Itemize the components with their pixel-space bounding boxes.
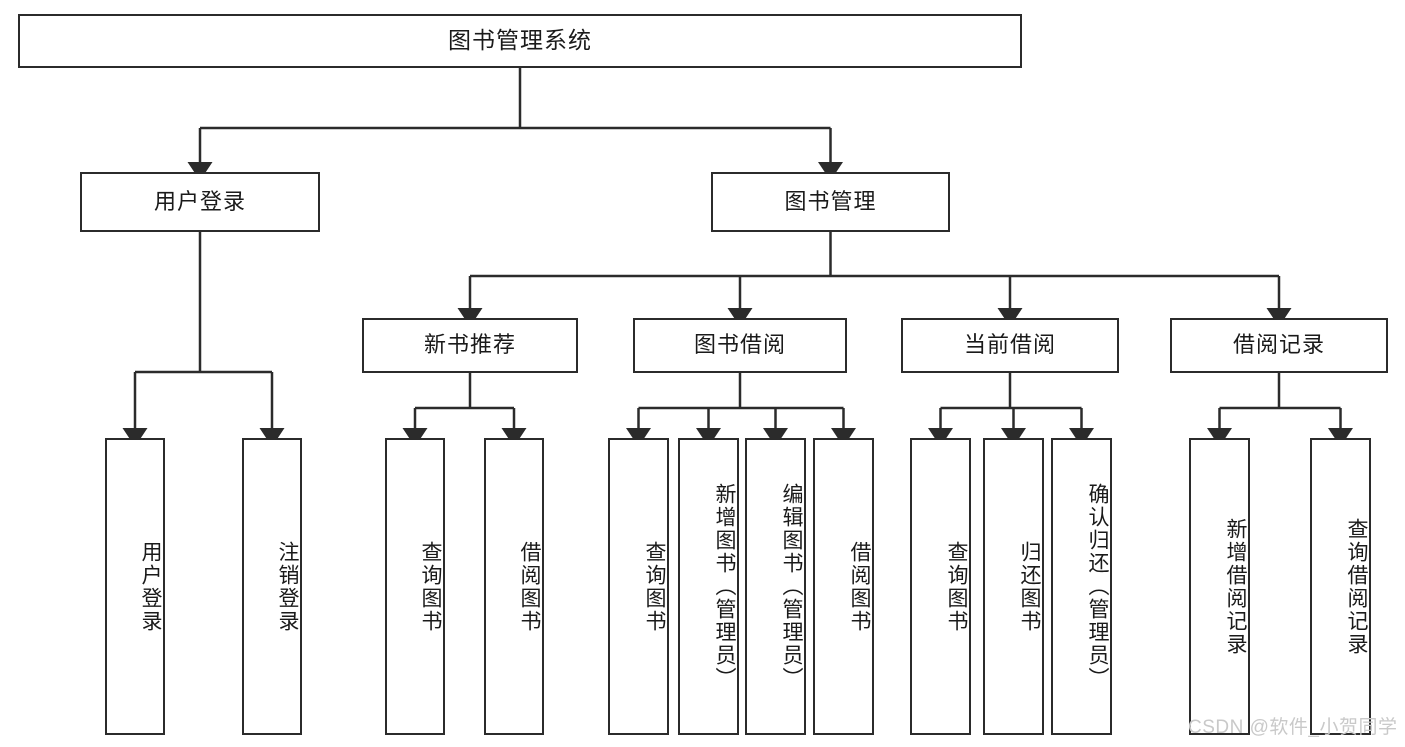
node-label: 查询借阅记录 bbox=[1345, 517, 1368, 656]
node-label: 图书管理 bbox=[784, 188, 877, 214]
node-label: 查询图书 bbox=[945, 540, 968, 633]
node-label: 用户登录 bbox=[139, 540, 162, 633]
node-book-borrow[interactable]: 图书借阅 bbox=[633, 318, 847, 373]
node-label: 查询图书 bbox=[643, 540, 666, 633]
node-label: 图书借阅 bbox=[693, 332, 786, 358]
node-root[interactable]: 图书管理系统 bbox=[18, 14, 1022, 68]
node-current-borrow[interactable]: 当前借阅 bbox=[901, 318, 1119, 373]
node-new-book-recommend[interactable]: 新书推荐 bbox=[362, 318, 578, 373]
node-borrow-record[interactable]: 借阅记录 bbox=[1170, 318, 1388, 373]
node-label: 图书管理系统 bbox=[448, 27, 592, 54]
leaf-borrow-book-2[interactable]: 借阅图书 bbox=[813, 438, 874, 735]
leaf-logout[interactable]: 注销登录 bbox=[242, 438, 302, 735]
leaf-edit-book[interactable]: 编辑图书（管理员） bbox=[745, 438, 806, 735]
node-label: 新增借阅记录 bbox=[1224, 517, 1247, 656]
node-user-login[interactable]: 用户登录 bbox=[80, 172, 320, 232]
csdn-watermark: CSDN @软件_小贺同学 bbox=[1188, 717, 1398, 738]
node-label: 新书推荐 bbox=[423, 332, 516, 358]
leaf-add-borrow-record[interactable]: 新增借阅记录 bbox=[1189, 438, 1250, 735]
leaf-confirm-return[interactable]: 确认归还（管理员） bbox=[1051, 438, 1112, 735]
leaf-user-login[interactable]: 用户登录 bbox=[105, 438, 165, 735]
leaf-return-book[interactable]: 归还图书 bbox=[983, 438, 1044, 735]
tree-connectors bbox=[122, 68, 1353, 447]
leaf-borrow-book-1[interactable]: 借阅图书 bbox=[484, 438, 544, 735]
node-label: 借阅记录 bbox=[1232, 332, 1325, 358]
leaf-add-book[interactable]: 新增图书（管理员） bbox=[678, 438, 739, 735]
node-label: 新增图书（管理员） bbox=[713, 483, 736, 690]
node-label: 查询图书 bbox=[419, 540, 442, 633]
node-label: 确认归还（管理员） bbox=[1086, 483, 1109, 690]
node-label: 当前借阅 bbox=[963, 332, 1056, 358]
node-book-manage[interactable]: 图书管理 bbox=[711, 172, 950, 232]
node-label: 用户登录 bbox=[153, 188, 246, 214]
node-label: 归还图书 bbox=[1018, 540, 1041, 633]
node-label: 借阅图书 bbox=[848, 540, 871, 633]
leaf-query-borrow-record[interactable]: 查询借阅记录 bbox=[1310, 438, 1371, 735]
leaf-query-book-3[interactable]: 查询图书 bbox=[910, 438, 971, 735]
leaf-query-book-1[interactable]: 查询图书 bbox=[385, 438, 445, 735]
node-label: 注销登录 bbox=[276, 540, 299, 633]
node-label: 编辑图书（管理员） bbox=[780, 483, 803, 690]
leaf-query-book-2[interactable]: 查询图书 bbox=[608, 438, 669, 735]
node-label: 借阅图书 bbox=[518, 540, 541, 633]
